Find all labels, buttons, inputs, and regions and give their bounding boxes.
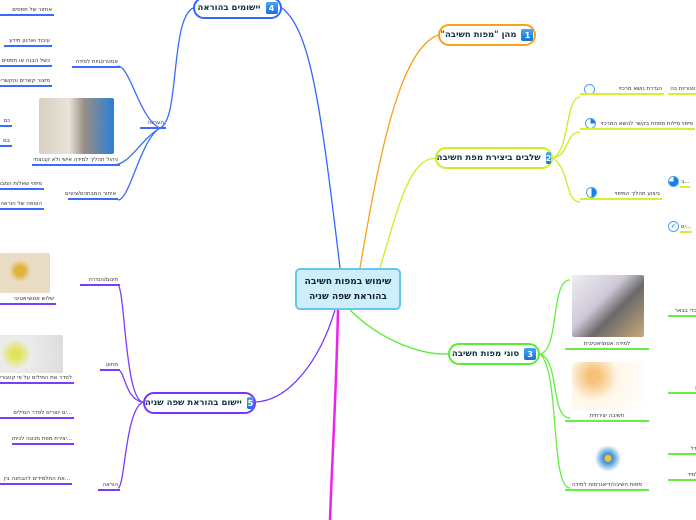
rubric-item[interactable]: ...ים יוצרים לסדר המילים [0, 410, 74, 419]
number-badge: 5 [246, 397, 254, 409]
image-colored-maps [572, 275, 644, 337]
type-item[interactable]: מפות חשיבה/דיאגרמות למידה [565, 482, 649, 491]
strategy-item[interactable]: כשל הבנה או תפסים [0, 58, 52, 67]
rubric-node[interactable]: מחוון [100, 362, 120, 371]
number-badge: 3 [524, 348, 537, 360]
strategy-item[interactable]: מיצור קשרים והקשרים [0, 78, 52, 87]
number-badge: 4 [265, 2, 278, 14]
test-item[interactable]: מיפוי שאלות המבחן [0, 181, 44, 190]
branch4-item[interactable]: אחזור של תפסים [0, 7, 54, 16]
teaching-node[interactable]: הוראה [98, 482, 120, 491]
assessment-node[interactable]: הערכה [140, 120, 166, 129]
strategies-node[interactable]: אסטרטגיות למידה [72, 59, 120, 68]
image-whiteboard-map [0, 335, 63, 373]
step-item[interactable]: מיפוי מילות מפתח בקשר לנושא המרכזי [580, 121, 695, 130]
step-child[interactable]: ...ה קטגוריות בה [668, 86, 696, 95]
process-node[interactable]: ניהול תהליך למידה אישי ולא קבוצתי [32, 157, 120, 166]
central-topic[interactable]: שימוש במפות חשיבה בהוראת שפה שניה [295, 268, 401, 310]
image-diagram-map [572, 432, 644, 480]
teaching-item[interactable]: ...את התלמידים להבחנה בין [0, 476, 72, 485]
check-icon: ✓ [668, 221, 679, 232]
number-badge: 2 [545, 152, 552, 164]
cut-item[interactable]: כם [0, 118, 12, 127]
tests-node[interactable]: איתור המבחנים/ציונים [65, 191, 118, 200]
test-item[interactable]: הוספה של הוראה [0, 201, 44, 210]
type-item[interactable]: למידה אסוציאטיבית [565, 341, 649, 350]
number-badge: 1 [521, 29, 534, 41]
image-creative-map [572, 362, 644, 410]
step-child[interactable]: ...ב [680, 179, 691, 188]
step-item[interactable]: הגדרת נושא מרכזי [580, 86, 664, 95]
type-item[interactable]: חשיבה יצירתית [565, 413, 649, 422]
cut-item[interactable]: בם [0, 138, 12, 147]
type-child[interactable]: מודל [668, 446, 696, 455]
strategy-item[interactable]: עיבוד וארגון מידע [4, 38, 52, 47]
rubric-item[interactable]: ...יצירת מפת מכונה לכיתה [12, 436, 74, 445]
type-child[interactable]: ...כדי בבאר [668, 308, 696, 317]
assoc-node[interactable]: שלוש אסוציאטיבי [0, 296, 56, 305]
definition-node[interactable]: תיגום/הגדרה [80, 277, 120, 286]
step-item[interactable]: ביצוע תהליך המיפוי [580, 191, 662, 200]
progress-half-icon [586, 187, 597, 198]
image-word-map [0, 253, 50, 293]
image-classroom [39, 98, 114, 154]
type-child[interactable]: ...ן [668, 385, 696, 394]
type-child[interactable]: הלמיד [668, 472, 696, 481]
progress-three-quarter-icon [668, 176, 679, 187]
rubric-item[interactable]: לסדר את המילים על פי קטגוריות [0, 375, 74, 384]
step-child[interactable]: ...ים [680, 224, 693, 233]
